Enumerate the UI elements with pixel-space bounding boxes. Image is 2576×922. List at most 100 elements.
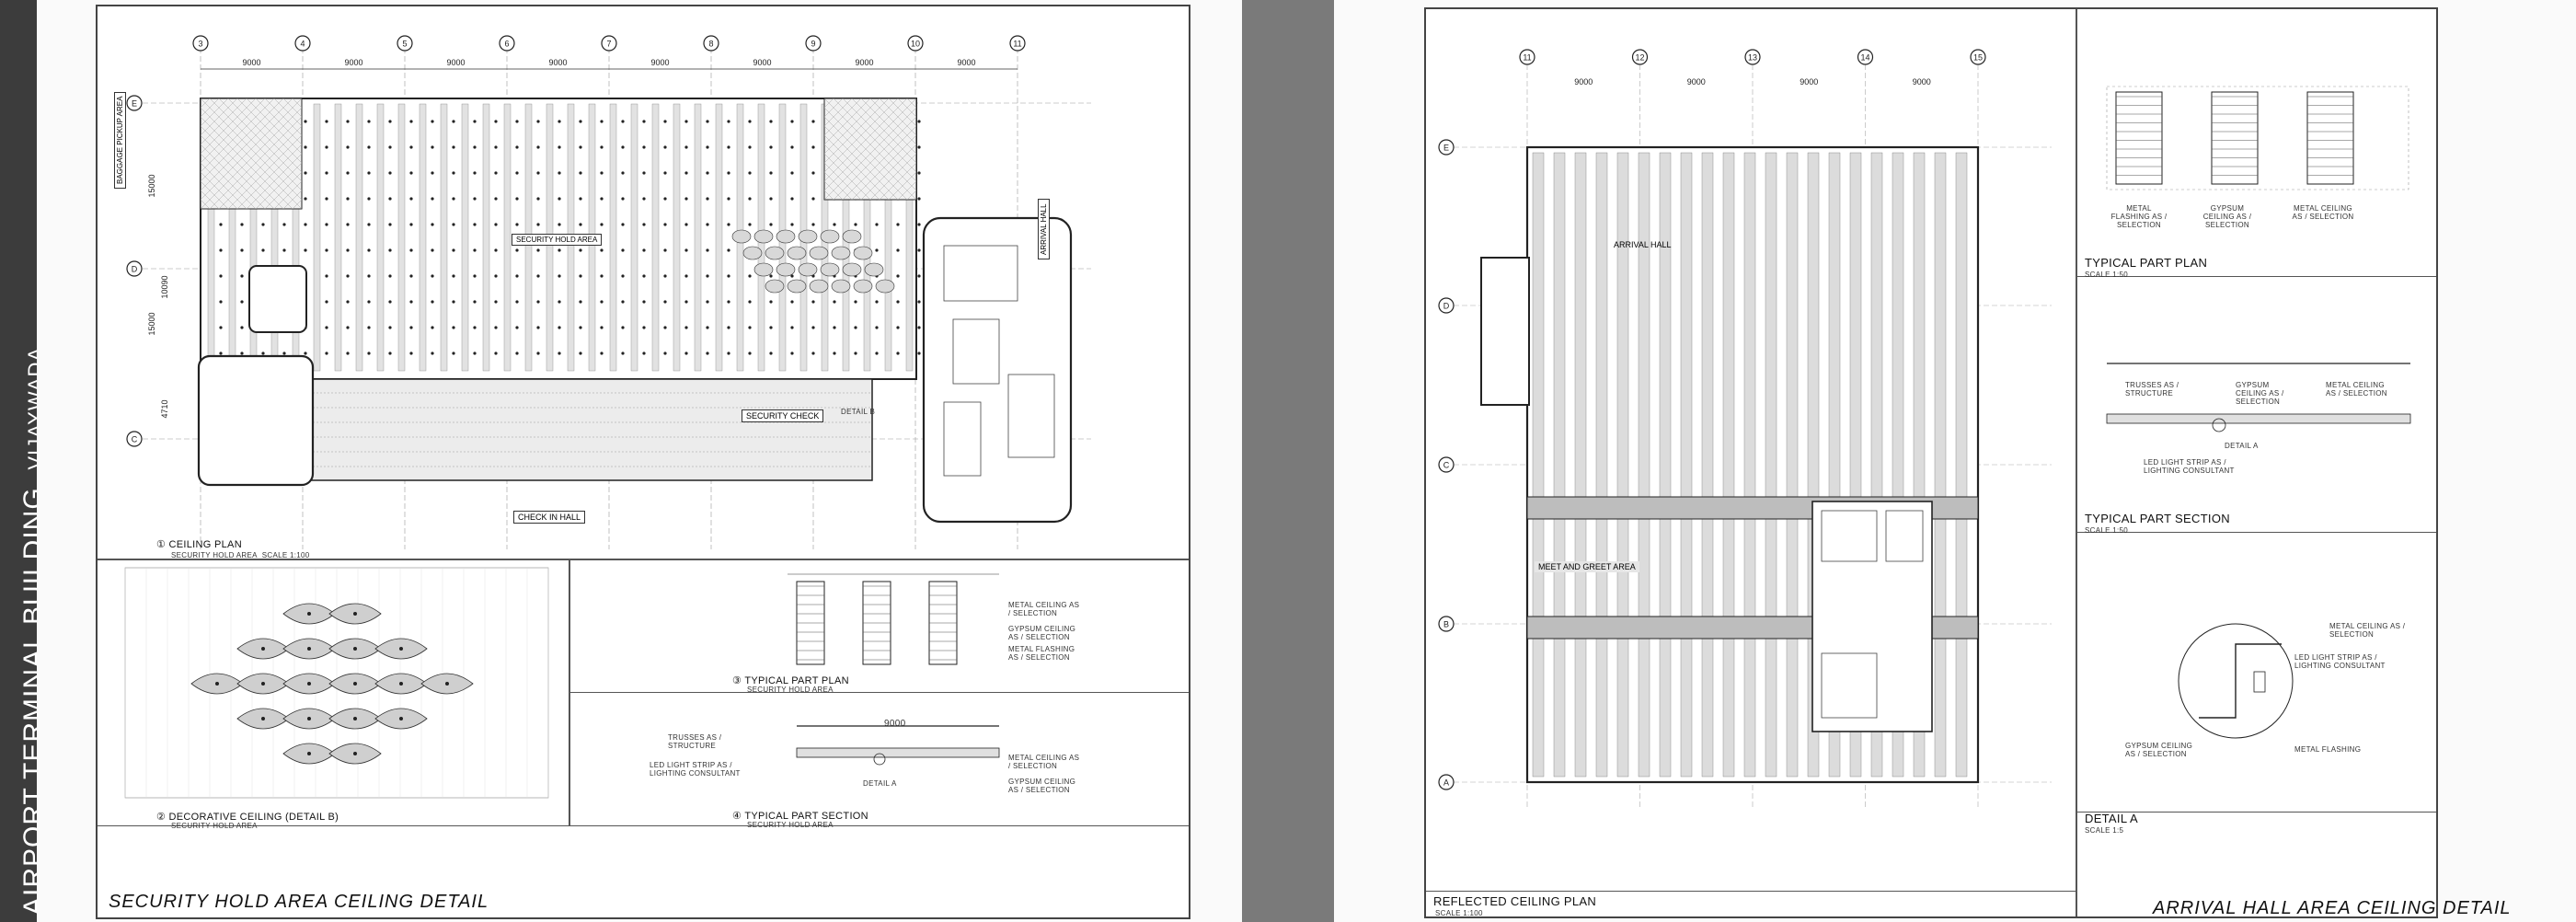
cross-hatch xyxy=(200,98,303,201)
arrival-hall-label: ARRIVAL HALL xyxy=(1614,240,1672,249)
light-fixture xyxy=(769,223,773,226)
light-fixture xyxy=(240,300,244,304)
light-fixture xyxy=(409,352,413,355)
light-fixture xyxy=(684,326,688,329)
ceiling-plan-sub: SECURITY HOLD AREA SCALE 1:100 xyxy=(171,551,310,559)
light-fixture xyxy=(304,171,307,175)
light-fixture xyxy=(600,326,604,329)
light-fixture xyxy=(388,197,392,201)
left-dim-1: 10090 xyxy=(160,275,169,298)
light-fixture xyxy=(875,352,879,355)
light-fixture xyxy=(325,274,328,278)
ceiling-strip xyxy=(376,103,385,372)
sub-room-2 xyxy=(1007,374,1055,458)
checkin-band xyxy=(301,378,873,481)
cross-hatch xyxy=(282,98,303,118)
r-ceiling-strip xyxy=(1765,152,1777,778)
r-typ-sec-note-3: METAL CEILING AS / SELECTION xyxy=(2326,381,2387,398)
r-grid-col-14-bubble xyxy=(1857,49,1874,65)
rc-divider-2 xyxy=(2076,532,2436,533)
light-fixture xyxy=(515,120,519,123)
detail-b-title-text: DECORATIVE CEILING (DETAIL B) xyxy=(168,812,339,823)
light-fixture xyxy=(409,145,413,149)
light-fixture xyxy=(431,197,434,201)
grid-col-9-bubble xyxy=(805,35,822,52)
light-fixture xyxy=(769,274,773,278)
ceiling-strip xyxy=(609,103,617,372)
light-fixture xyxy=(600,274,604,278)
decor-light xyxy=(353,682,357,686)
light-fixture xyxy=(325,197,328,201)
light-fixture xyxy=(600,300,604,304)
cross-hatch xyxy=(292,199,303,210)
light-fixture xyxy=(684,171,688,175)
r-sub-room-2 xyxy=(1821,652,1878,719)
light-fixture xyxy=(325,326,328,329)
light-fixture xyxy=(536,274,540,278)
bay-dim-8: 9000 xyxy=(753,58,771,67)
r-sub-room-0 xyxy=(1821,510,1878,562)
light-fixture xyxy=(769,300,773,304)
light-fixture xyxy=(304,352,307,355)
light-fixture xyxy=(621,223,625,226)
light-fixture xyxy=(536,145,540,149)
grid-col-10: 10 xyxy=(911,40,920,49)
light-fixture xyxy=(875,326,879,329)
reflected-plan-title: REFLECTED CEILING PLAN xyxy=(1433,894,1597,908)
decor-light xyxy=(307,647,311,651)
grid-row-C-bubble xyxy=(126,431,143,447)
decor-leaf xyxy=(864,262,884,277)
decor-leaf xyxy=(853,246,873,260)
light-fixture xyxy=(854,326,857,329)
light-fixture xyxy=(875,223,879,226)
light-fixture xyxy=(917,352,921,355)
light-fixture xyxy=(536,248,540,252)
cross-hatch xyxy=(842,98,917,173)
light-fixture xyxy=(473,248,477,252)
light-fixture xyxy=(579,223,582,226)
light-fixture xyxy=(409,300,413,304)
right-footer-divider xyxy=(1426,891,2076,892)
light-fixture xyxy=(346,197,350,201)
light-fixture xyxy=(706,197,709,201)
cross-hatch xyxy=(209,116,303,210)
light-fixture xyxy=(431,223,434,226)
light-fixture xyxy=(811,300,815,304)
light-fixture xyxy=(684,352,688,355)
light-fixture xyxy=(663,300,667,304)
r-typ-plan-title: TYPICAL PART PLAN xyxy=(2085,256,2208,270)
light-fixture xyxy=(854,352,857,355)
light-fixture xyxy=(769,326,773,329)
decor-leaf xyxy=(853,279,873,294)
r-left-room xyxy=(1480,257,1530,406)
cross-hatch xyxy=(200,107,303,210)
light-fixture xyxy=(367,223,371,226)
decor-leaf xyxy=(831,246,851,260)
cross-hatch xyxy=(860,144,917,201)
light-fixture xyxy=(663,352,667,355)
r-service-rooms xyxy=(1811,501,1933,732)
arrival-hall-tag: ARRIVAL HALL xyxy=(1038,199,1050,259)
light-fixture xyxy=(431,145,434,149)
left-footer-title: SECURITY HOLD AREA CEILING DETAIL xyxy=(109,892,489,912)
r-typ-plan-bay-2 xyxy=(2306,91,2354,185)
light-fixture xyxy=(833,326,836,329)
light-fixture xyxy=(621,352,625,355)
light-fixture xyxy=(579,248,582,252)
decor-leaf xyxy=(842,262,862,277)
cross-hatch xyxy=(869,153,917,201)
detail-a-note-2: LED LIGHT STRIP AS / LIGHTING CONSULTANT xyxy=(2294,653,2386,670)
grid-col-5: 5 xyxy=(402,40,407,49)
r-grid-row-C: C xyxy=(1443,461,1450,470)
r-grid-row-D-bubble xyxy=(1438,297,1455,314)
decor-leaf xyxy=(765,279,785,294)
light-fixture xyxy=(325,120,328,123)
r-bay-dim-11: 9000 xyxy=(1574,77,1593,86)
light-fixture xyxy=(388,223,392,226)
grid-col-11: 11 xyxy=(1013,40,1021,49)
light-fixture xyxy=(367,326,371,329)
light-fixture xyxy=(452,326,455,329)
light-fixture xyxy=(917,197,921,201)
light-fixture xyxy=(642,197,646,201)
grid-col-10-bubble xyxy=(907,35,924,52)
